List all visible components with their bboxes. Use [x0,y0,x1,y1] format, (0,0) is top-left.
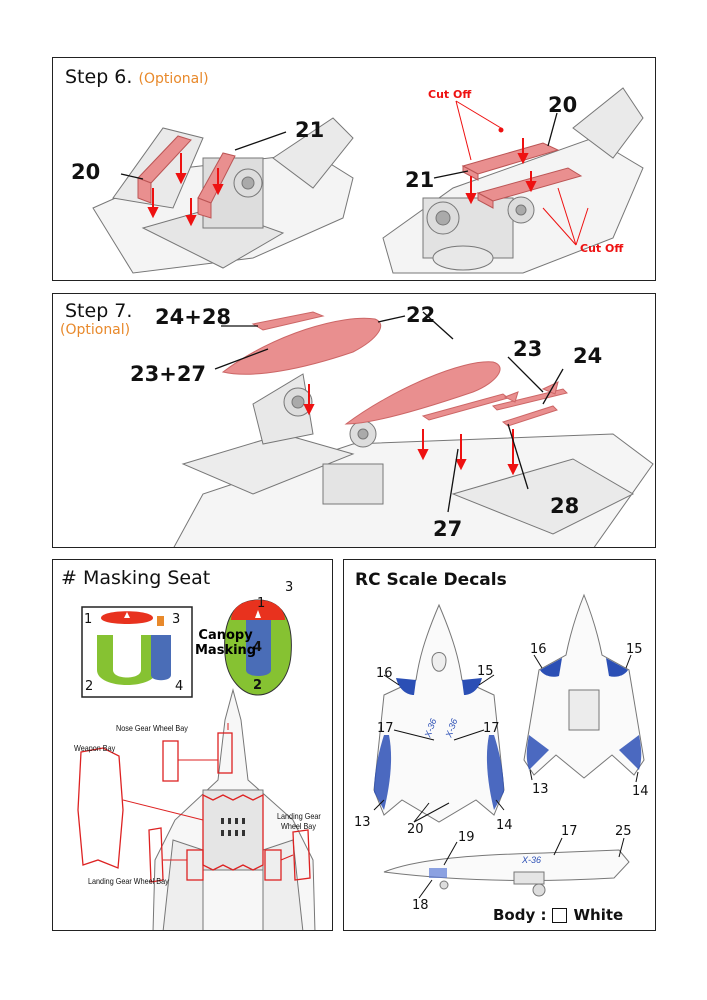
decal-x36-side: X-36 [522,855,542,865]
decal-num-16-top: 16 [376,666,393,681]
canopy-num-1: 1 [257,596,266,611]
step7-panel: Step 7. (Optional) [52,293,656,548]
masking-seat-title: # Masking Seat [61,567,211,589]
mask-sheet-num-1: 1 [84,612,93,627]
label-landing-gear-right-2: Wheel Bay [281,821,316,831]
canopy-label-line2: Masking [195,643,257,658]
step6-cut-off-top: Cut Off [428,88,472,101]
masking-seat-panel: # Masking Seat [52,559,333,931]
label-weapon-bay: Weapon Bay [74,743,116,753]
decal-num-19: 19 [458,830,475,845]
canopy-num-4: 4 [253,640,263,655]
decal-num-17-top-right: 17 [483,721,500,736]
step6-illustration [92,87,644,274]
rc-scale-decals-panel: RC Scale Decals [343,559,656,931]
step7-callout-22: 22 [406,303,436,327]
canopy-masking-label: Canopy Masking [195,628,256,658]
decal-num-18: 18 [412,898,429,913]
masking-illustration [77,599,316,930]
step6-cut-off-bottom: Cut Off [580,242,624,255]
step6-callout-20-left: 20 [71,160,101,184]
decal-num-17-top-left: 17 [377,721,394,736]
step7-callout-23: 23 [513,337,543,361]
step7-optional-label: (Optional) [60,322,131,338]
decal-num-14-top: 14 [496,818,513,833]
label-nose-gear-wheel-bay: Nose Gear Wheel Bay [116,723,188,733]
step6-callout-21-right: 21 [405,168,435,192]
decal-num-13-bottom: 13 [532,782,549,797]
step7-callout-27: 27 [433,517,463,541]
canopy-num-3: 3 [285,580,294,595]
canopy-num-2: 2 [253,678,263,693]
mask-sheet-num-4: 4 [175,679,184,694]
step6-title-text: Step 6. [65,66,133,88]
canopy-label-line1: Canopy [198,628,253,643]
mask-sheet-num-3: 3 [172,612,181,627]
body-color-name: White [573,906,624,924]
step6-panel: Step 6. (Optional) [52,57,656,281]
step7-illustration [173,311,654,547]
step6-callout-21-left: 21 [295,118,325,142]
decal-num-16-bottom: 16 [530,642,547,657]
decal-num-25: 25 [615,824,632,839]
label-landing-gear-right-1: Landing Gear [277,811,321,821]
label-landing-gear-bottom: Landing Gear Wheel Bay [88,876,169,886]
mask-sheet-num-2: 2 [85,679,94,694]
decals-title: RC Scale Decals [355,570,507,590]
decal-num-17-side: 17 [561,824,578,839]
step7-callout-24-28: 24+28 [155,305,232,329]
step7-title: Step 7. [65,300,133,322]
decal-num-13-top: 13 [354,815,371,830]
decals-illustration [373,593,645,899]
decal-num-15-bottom: 15 [626,642,643,657]
decal-num-15-top: 15 [477,664,494,679]
step6-title: Step 6. (Optional) [65,66,209,88]
step7-callout-23-27: 23+27 [130,362,207,386]
step7-callout-24: 24 [573,344,603,368]
step7-callout-28: 28 [550,494,580,518]
decal-num-20: 20 [407,822,424,837]
white-swatch [552,907,568,923]
body-label: Body : [493,906,547,924]
decal-num-14-bottom: 14 [632,784,649,799]
body-color-legend: Body : White [493,906,623,924]
step6-callout-20-right: 20 [548,93,578,117]
step6-optional-label: (Optional) [138,71,209,87]
